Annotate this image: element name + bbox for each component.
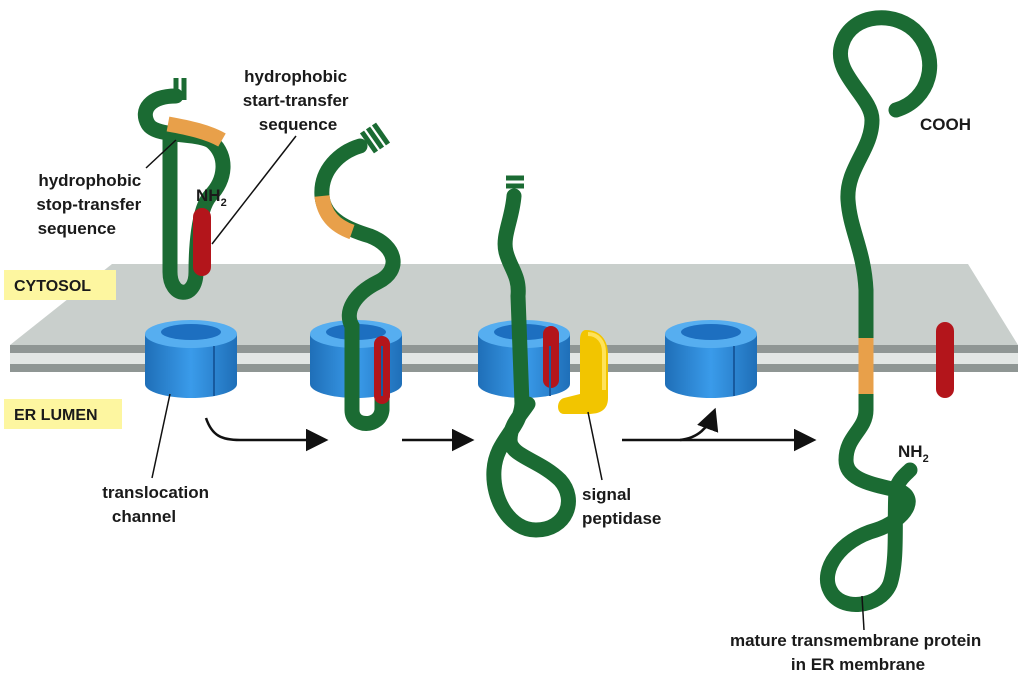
arrow-stage-1-to-2 <box>204 417 329 452</box>
er-lumen-label: ER LUMEN <box>14 407 98 424</box>
stop-transfer-label: hydrophobic stop-transfer sequence <box>36 171 146 238</box>
signal-peptidase-label: signal peptidase <box>582 485 661 528</box>
translocation-channel-label: translocation channel <box>102 483 213 526</box>
nh2-top-label: NH2 <box>196 186 227 209</box>
cytosol-tag: CYTOSOL <box>4 270 116 300</box>
leader-lines <box>145 135 865 631</box>
mature-protein-label: mature transmembrane protein in ER membr… <box>730 631 986 674</box>
stage-1-stop-transfer <box>166 116 226 147</box>
stage-2-chain <box>314 138 401 431</box>
signal-peptidase-shape <box>558 330 608 414</box>
stage-1-start-transfer <box>193 208 211 276</box>
cytosol-label: CYTOSOL <box>14 278 91 295</box>
start-transfer-label: hydrophobic start-transfer sequence <box>243 67 354 134</box>
stage-3-chain <box>486 188 576 538</box>
mature-chain <box>820 10 938 612</box>
er-lumen-tag: ER LUMEN <box>4 399 122 429</box>
cooh-label: COOH <box>920 115 971 134</box>
stage-1-protein <box>137 78 231 300</box>
process-arrows <box>204 407 817 452</box>
stage-4-channel <box>665 320 757 398</box>
stage-1-chain <box>137 88 231 300</box>
arrow-channel-release <box>679 407 719 442</box>
nh2-bottom-label: NH2 <box>898 442 929 465</box>
stage-2-stop-transfer <box>314 194 355 240</box>
cleaved-start-transfer <box>936 322 954 398</box>
stage-1-channel <box>145 320 237 398</box>
mature-protein <box>820 10 954 612</box>
